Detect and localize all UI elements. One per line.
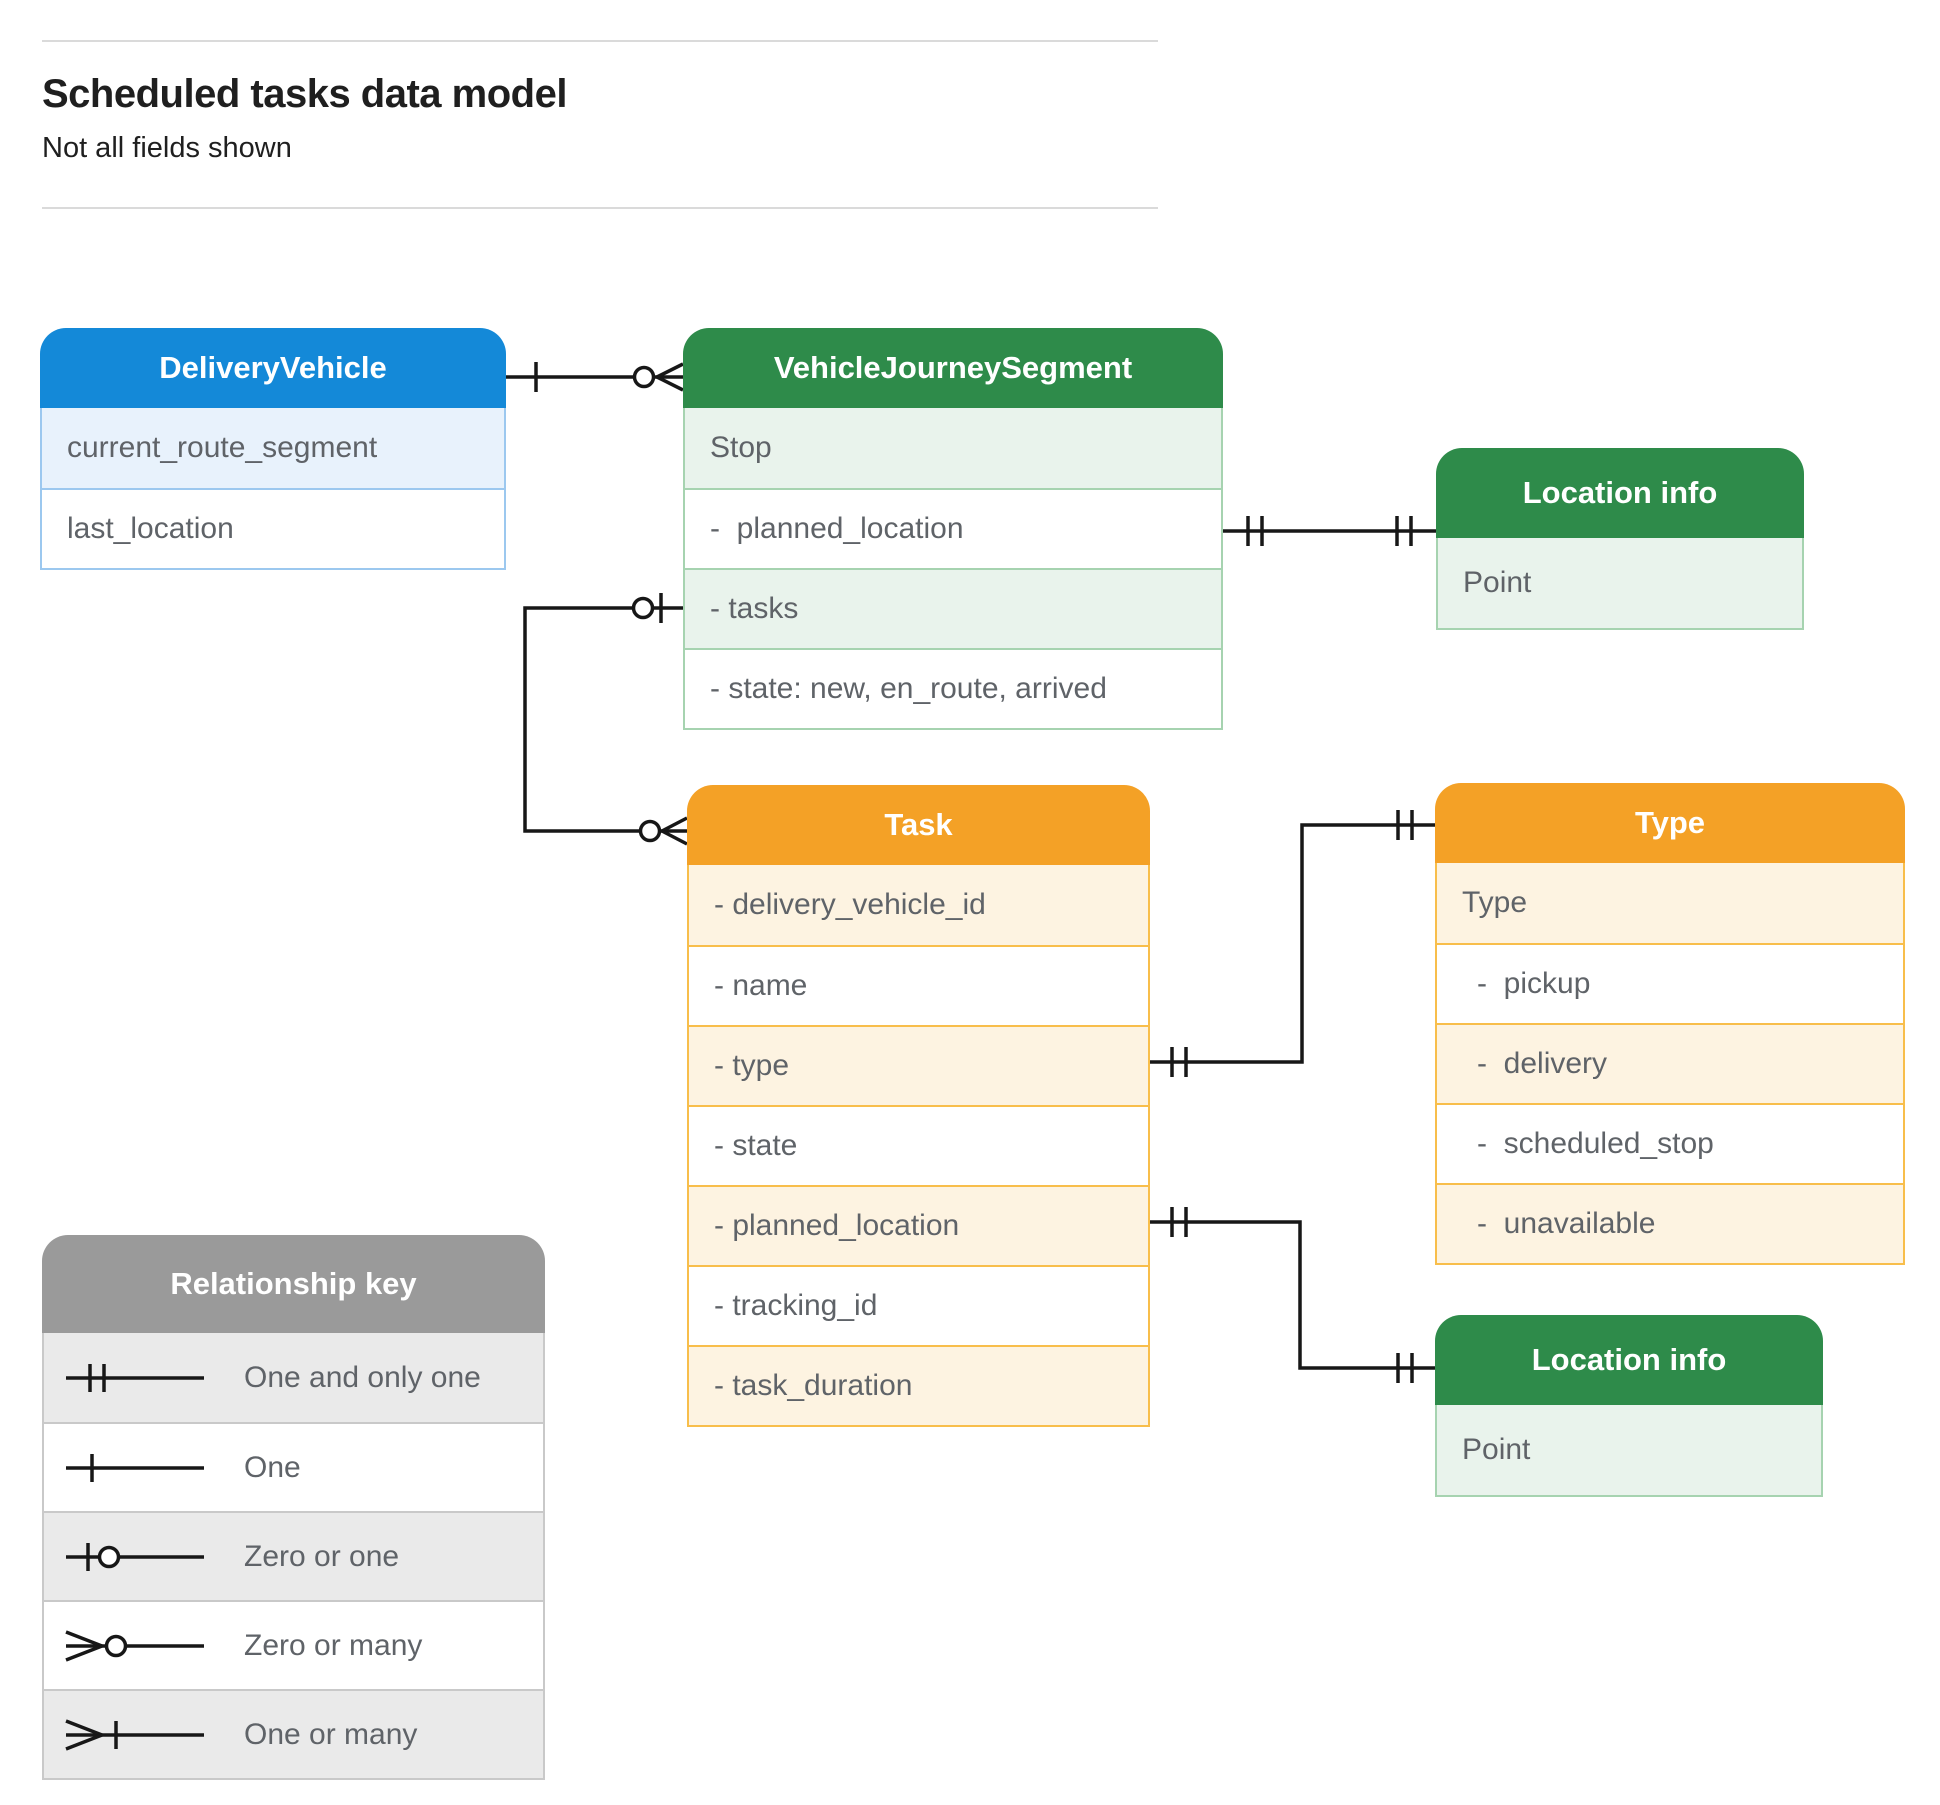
entity-body: Point: [1435, 1405, 1823, 1497]
entity-body: current_route_segment last_location: [40, 408, 506, 570]
symbol-one-or-many: [65, 1718, 204, 1751]
entity-type: Type Type - pickup - delivery - schedule…: [1435, 783, 1905, 1265]
field-row: current_route_segment: [42, 408, 504, 488]
entity-header: VehicleJourneySegment: [683, 328, 1223, 408]
entity-body: Stop - planned_location - tasks - state:…: [683, 408, 1223, 730]
field-row: - name: [689, 945, 1148, 1025]
entity-vehicle-journey-segment: VehicleJourneySegment Stop - planned_loc…: [683, 328, 1223, 730]
connector-vjs-plannedlocation-to-locationinfo: [1223, 516, 1436, 546]
connector-deliveryvehicle-to-vehiclejourneysegment: [506, 362, 684, 392]
field-row: - state: [689, 1105, 1148, 1185]
field-row: - planned_location: [685, 488, 1221, 568]
field-row: - type: [689, 1025, 1148, 1105]
entity-header: Location info: [1436, 448, 1804, 538]
page-subtitle: Not all fields shown: [42, 132, 292, 164]
field-row: Stop: [685, 408, 1221, 488]
entity-header: Relationship key: [42, 1235, 545, 1333]
field-row: - pickup: [1437, 943, 1903, 1023]
field-row: - tasks: [685, 568, 1221, 648]
field-row: - task_duration: [689, 1345, 1148, 1425]
field-row: - tracking_id: [689, 1265, 1148, 1345]
legend-row: One or many: [44, 1689, 543, 1778]
symbol-one-and-only-one: [66, 1363, 204, 1392]
entity-header: Task: [687, 785, 1150, 865]
page-title: Scheduled tasks data model: [42, 72, 567, 116]
top-divider: [42, 40, 1158, 42]
field-row: Point: [1438, 538, 1802, 628]
entity-body: - delivery_vehicle_id - name - type - st…: [687, 865, 1150, 1427]
field-row: Point: [1437, 1405, 1821, 1495]
legend-label: One and only one: [244, 1360, 481, 1394]
legend-row: Zero or many: [44, 1600, 543, 1689]
connector-task-plannedlocation-to-locationinfo: [1150, 1207, 1435, 1383]
symbol-zero-or-one: [66, 1542, 204, 1571]
field-row: - delivery_vehicle_id: [689, 865, 1148, 945]
legend-row: One and only one: [44, 1333, 543, 1422]
field-row: last_location: [42, 488, 504, 568]
legend-label: Zero or many: [244, 1628, 423, 1662]
entity-header: Type: [1435, 783, 1905, 863]
entity-location-info-stop: Location info Point: [1436, 448, 1804, 630]
symbol-zero-or-many: [65, 1629, 204, 1662]
legend-row: One: [44, 1422, 543, 1511]
entity-task: Task - delivery_vehicle_id - name - type…: [687, 785, 1150, 1427]
symbol-one: [66, 1453, 204, 1482]
field-row: - planned_location: [689, 1185, 1148, 1265]
field-row: - unavailable: [1437, 1183, 1903, 1263]
legend-label: One: [244, 1450, 301, 1484]
entity-body: One and only one One Zero or one: [42, 1333, 545, 1780]
entity-delivery-vehicle: DeliveryVehicle current_route_segment la…: [40, 328, 506, 570]
connector-vjs-tasks-to-task: [523, 593, 688, 846]
entity-body: Point: [1436, 538, 1804, 630]
legend-label: One or many: [244, 1717, 418, 1751]
connector-task-type-to-type: [1150, 810, 1435, 1077]
entity-body: Type - pickup - delivery - scheduled_sto…: [1435, 863, 1905, 1265]
entity-location-info-task: Location info Point: [1435, 1315, 1823, 1497]
entity-header: Location info: [1435, 1315, 1823, 1405]
field-row: - state: new, en_route, arrived: [685, 648, 1221, 728]
legend-label: Zero or one: [244, 1539, 400, 1573]
field-row: - delivery: [1437, 1023, 1903, 1103]
field-row: - scheduled_stop: [1437, 1103, 1903, 1183]
relationship-key: Relationship key One and only one One: [42, 1235, 545, 1780]
bottom-divider: [42, 207, 1158, 209]
legend-row: Zero or one: [44, 1511, 543, 1600]
field-row: Type: [1437, 863, 1903, 943]
entity-header: DeliveryVehicle: [40, 328, 506, 408]
